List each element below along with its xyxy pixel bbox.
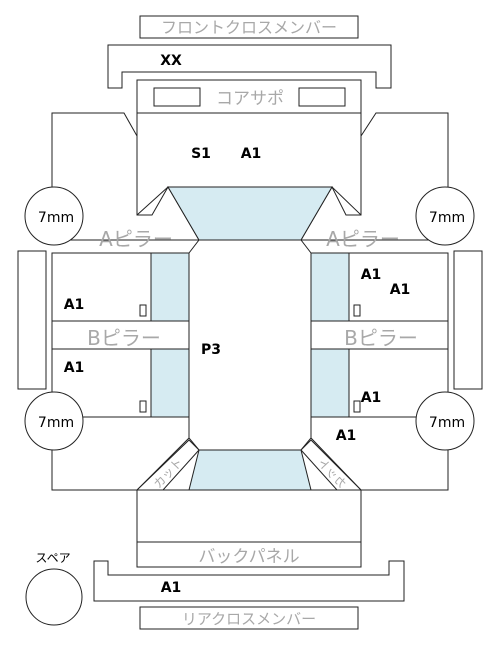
a-pillar-left-label: Aピラー <box>99 227 173 251</box>
rear-door-left-code: A1 <box>64 360 85 376</box>
hood-code-a1: A1 <box>241 146 262 162</box>
hood-code-s1: S1 <box>191 146 211 162</box>
rear-cross-member-label: リアクロスメンバー <box>182 610 316 628</box>
side-skirt-left[interactable] <box>17 250 47 390</box>
front-cross-member-label: フロントクロスメンバー <box>161 18 337 37</box>
rear-fender-right-code: A1 <box>336 428 357 444</box>
rear-bumper-code: A1 <box>161 580 182 596</box>
rear-cross-member-box <box>139 606 359 630</box>
roof-code: P3 <box>201 342 221 358</box>
back-panel-label: バックパネル <box>198 547 299 567</box>
rear-door-handle-left <box>139 400 147 413</box>
front-fender-left[interactable] <box>51 112 200 241</box>
front-bumper[interactable] <box>107 44 392 89</box>
headlight-left <box>153 87 201 107</box>
side-skirt-right[interactable] <box>453 250 483 390</box>
core-support-label: コアサポ <box>216 89 284 109</box>
tire-front-left-label: 7mm <box>38 210 74 226</box>
front-bumper-code: XX <box>160 53 182 69</box>
b-pillar-right-label: Bピラー <box>344 326 418 350</box>
front-fender-right[interactable] <box>300 112 449 241</box>
a-pillar-right-label: Aピラー <box>326 227 400 251</box>
b-pillar-left-label: Bピラー <box>87 326 161 350</box>
front-cross-member-box <box>139 15 359 39</box>
front-window-right <box>310 252 350 322</box>
headlight-right <box>298 87 346 107</box>
front-window-left <box>150 252 190 322</box>
rear-window-left <box>150 348 190 418</box>
tire-front-right[interactable]: 7mm <box>415 186 475 246</box>
rear-window-right <box>310 348 350 418</box>
rear-fender-right[interactable] <box>310 416 449 491</box>
trunk[interactable] <box>136 489 362 543</box>
b-pillar-right[interactable] <box>310 320 449 350</box>
front-door-handle-right <box>353 304 361 317</box>
front-door-right-code-2: A1 <box>390 282 411 298</box>
front-door-left-code: A1 <box>64 297 85 313</box>
rear-window[interactable] <box>188 449 312 491</box>
front-door-handle-left <box>139 304 147 317</box>
tire-rear-left[interactable]: 7mm <box>24 391 84 451</box>
b-pillar-left[interactable] <box>51 320 190 350</box>
spare-tire[interactable] <box>25 568 83 626</box>
tire-rear-right[interactable]: 7mm <box>415 391 475 451</box>
tire-rear-right-label: 7mm <box>429 415 465 431</box>
spare-label: スペア <box>35 551 70 565</box>
tire-rear-left-label: 7mm <box>38 415 74 431</box>
front-door-right-code-1: A1 <box>361 267 382 283</box>
back-panel[interactable] <box>136 541 362 568</box>
tire-front-left[interactable]: 7mm <box>24 186 84 246</box>
rear-door-handle-right <box>353 400 361 413</box>
rear-door-right-code: A1 <box>361 390 382 406</box>
tire-front-right-label: 7mm <box>429 210 465 226</box>
rear-bumper[interactable] <box>93 560 405 602</box>
rear-fender-left[interactable] <box>51 416 190 491</box>
